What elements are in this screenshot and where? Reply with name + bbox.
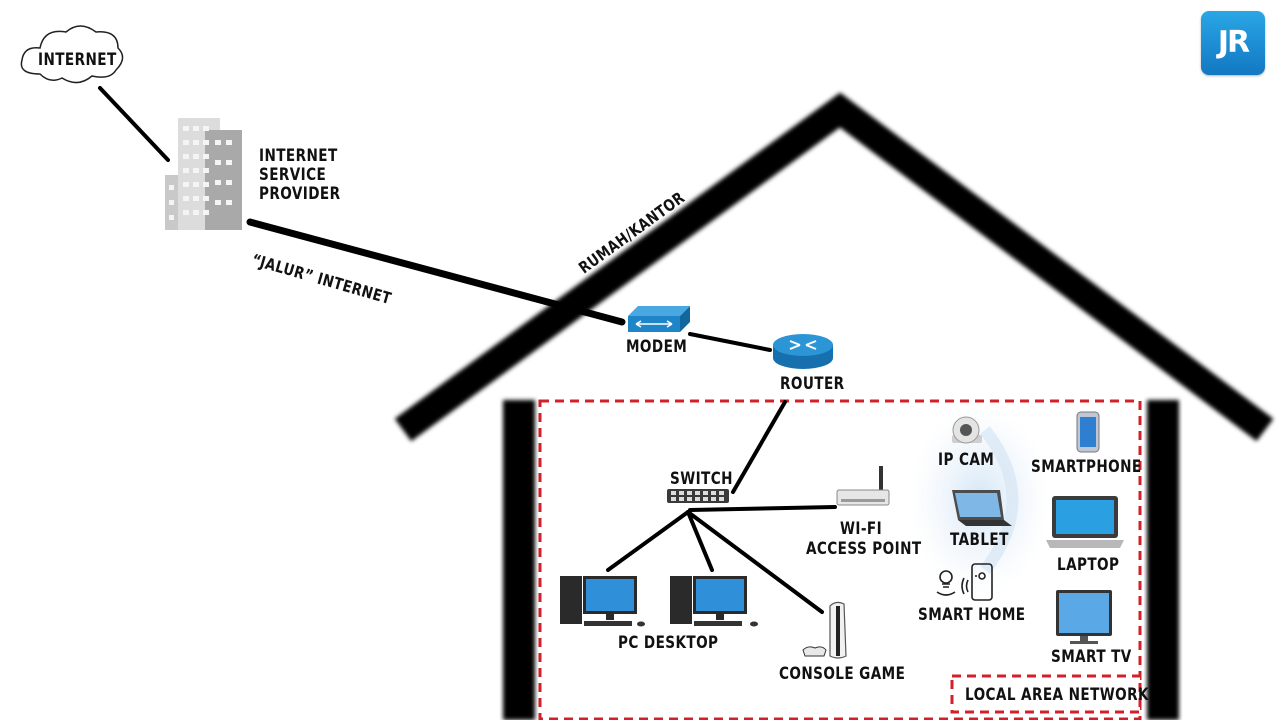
pc-desktop-icon xyxy=(560,576,645,627)
router-label: ROUTER xyxy=(780,374,845,394)
tablet-icon xyxy=(952,490,1012,526)
modem-icon xyxy=(628,306,690,332)
lan-label: LOCAL AREA NETWORK xyxy=(965,685,1149,705)
isp-label-line2: SERVICE xyxy=(259,165,327,185)
smartphone-label: SMARTPHONE xyxy=(1031,457,1142,477)
console-game-icon xyxy=(802,601,847,659)
lan-label-box xyxy=(950,674,1142,714)
ip-cam-icon xyxy=(952,416,982,444)
connection-lines xyxy=(98,86,837,614)
internet-label: INTERNET xyxy=(38,50,117,70)
wifi-label-line1: WI-FI xyxy=(840,519,883,539)
console-game-label: CONSOLE GAME xyxy=(779,664,906,684)
smart-tv-icon xyxy=(1056,590,1112,644)
router-icon xyxy=(773,334,833,369)
modem-label: MODEM xyxy=(626,337,688,357)
wifi-access-point-icon xyxy=(836,466,890,506)
lan-boundary xyxy=(538,399,1142,720)
smartphone-icon xyxy=(1076,411,1100,453)
house-wall-left xyxy=(503,400,535,720)
pc-desktop-icon xyxy=(670,576,758,627)
internet-cloud-icon xyxy=(20,25,124,84)
wifi-label-line2: ACCESS POINT xyxy=(806,539,922,559)
tablet-label: TABLET xyxy=(950,530,1009,550)
ip-cam-label: IP CAM xyxy=(938,450,995,470)
switch-label: SWITCH xyxy=(670,469,733,489)
laptop-label: LAPTOP xyxy=(1057,555,1120,575)
pc-desktop-label: PC DESKTOP xyxy=(618,633,719,653)
smart-home-icon xyxy=(936,563,993,601)
jr-logo: JR xyxy=(1201,11,1265,75)
laptop-icon xyxy=(1046,496,1124,548)
isp-label-line3: PROVIDER xyxy=(259,184,341,204)
isp-building-icon xyxy=(165,118,242,230)
switch-icon xyxy=(667,489,729,503)
house-wall-right xyxy=(1147,400,1179,720)
house-roof xyxy=(394,92,1274,442)
isp-label-line1: INTERNET xyxy=(259,146,338,166)
smart-tv-label: SMART TV xyxy=(1051,647,1132,667)
smart-home-label: SMART HOME xyxy=(918,605,1026,625)
